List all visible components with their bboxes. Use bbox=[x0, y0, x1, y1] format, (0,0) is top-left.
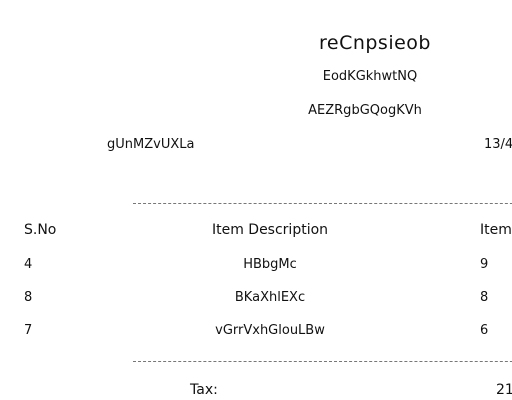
row-description: HBbgMc bbox=[243, 257, 297, 272]
receipt-date: 13/4 bbox=[484, 137, 512, 152]
receipt-subtitle-1: EodKGkhwtNQ bbox=[322, 69, 418, 84]
tax-value: 21 bbox=[496, 382, 512, 398]
row-sno: 7 bbox=[24, 323, 33, 338]
row-sno: 8 bbox=[24, 290, 33, 305]
divider-bottom bbox=[133, 361, 512, 362]
row-description: vGrrVxhGlouLBw bbox=[215, 323, 325, 338]
header-item-description: Item Description bbox=[211, 222, 329, 238]
receipt-title: reCnpsieob bbox=[318, 32, 431, 54]
row-description: BKaXhlEXc bbox=[234, 290, 306, 305]
row-sno: 4 bbox=[24, 257, 33, 272]
row-items: 9 bbox=[480, 257, 489, 272]
receipt-left-meta: gUnMZvUXLa bbox=[107, 137, 195, 152]
receipt-subtitle-2: AEZRgbGQogKVh bbox=[308, 103, 422, 118]
header-sno: S.No bbox=[24, 222, 57, 238]
divider-top bbox=[133, 203, 512, 204]
row-items: 8 bbox=[480, 290, 489, 305]
header-items: Items bbox=[480, 222, 512, 238]
tax-label: Tax: bbox=[190, 382, 218, 398]
row-items: 6 bbox=[480, 323, 489, 338]
